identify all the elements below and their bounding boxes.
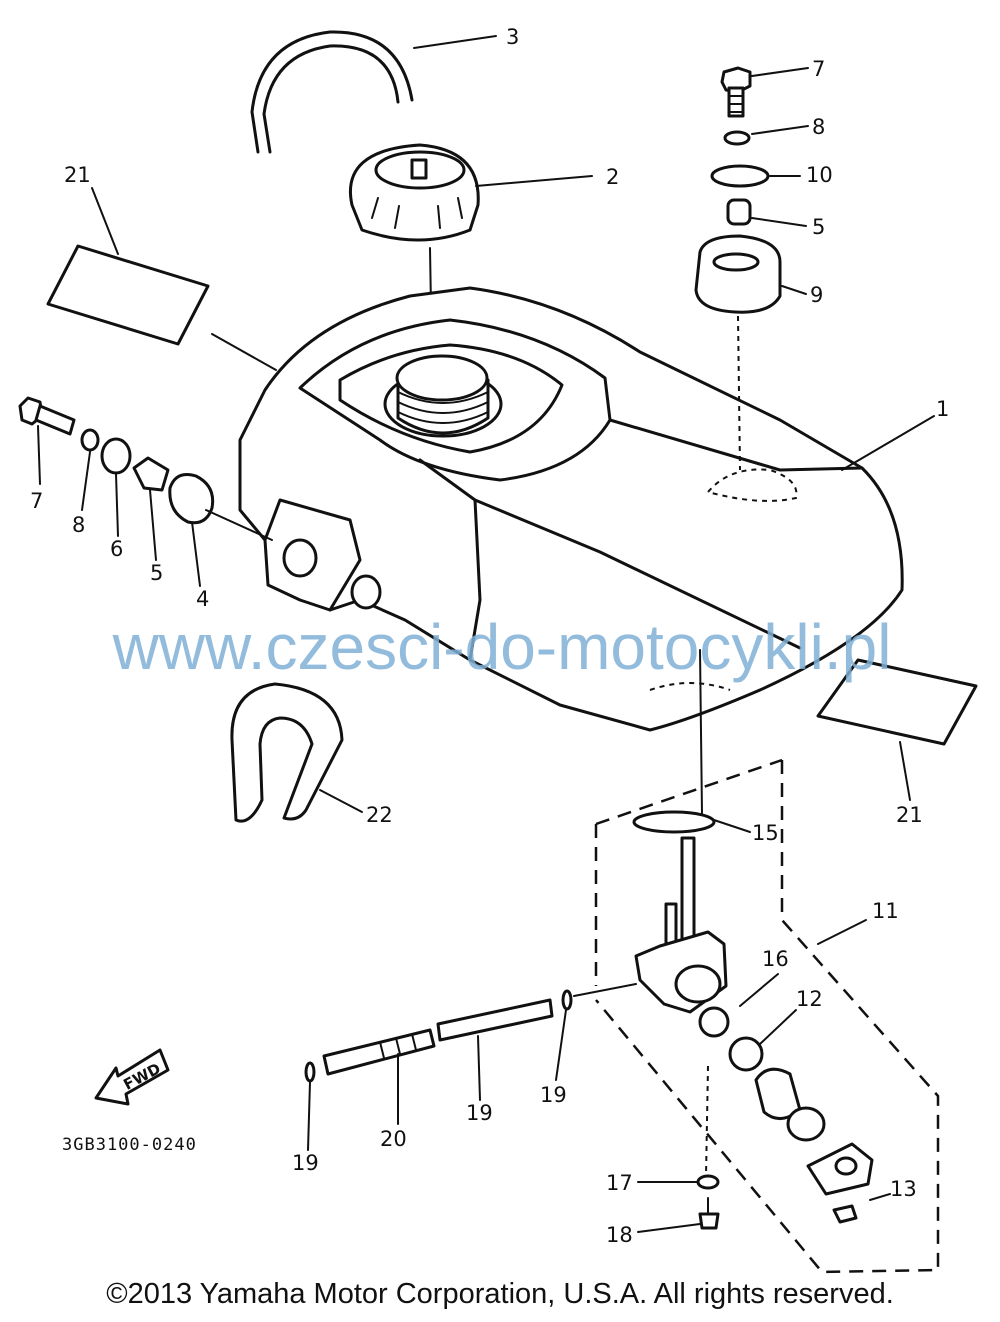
callout-17: 18 [606, 1223, 633, 1247]
fuel-tank-part [238, 286, 904, 732]
callout-9: 9 [810, 283, 823, 307]
callout-19-right: 19 [540, 1083, 567, 1107]
decal-left-part [46, 244, 210, 346]
callout-20: 20 [380, 1127, 407, 1151]
callout-19-left: 19 [292, 1151, 319, 1175]
callout-3: 3 [506, 25, 519, 49]
fuel-line-part [304, 989, 573, 1083]
callout-7-left: 7 [30, 489, 43, 513]
watermark-url: www.czesci-do-motocykli.pl [112, 611, 892, 683]
decal-right-part [816, 658, 978, 746]
rear-mount-hardware-part [694, 66, 782, 471]
callout-22: 22 [366, 803, 393, 827]
forward-arrow-icon: FWD [94, 1048, 170, 1106]
front-mount-hardware-part [18, 396, 273, 541]
callout-2: 2 [606, 165, 619, 189]
callout-21-left: 21 [64, 163, 91, 187]
callout-8-left: 8 [72, 513, 85, 537]
callout-4: 4 [196, 587, 209, 611]
fuel-cock-assembly-part [573, 649, 940, 1274]
callout-1: 1 [936, 397, 949, 421]
callout-7-upper: 7 [812, 57, 825, 81]
callout-18: 19 [466, 1101, 493, 1125]
callout-5-left: 5 [150, 561, 163, 585]
callout-12: 12 [796, 987, 823, 1011]
callout-6: 6 [110, 537, 123, 561]
callout-5-upper: 5 [812, 215, 825, 239]
callout-13: 13 [890, 1177, 917, 1201]
fuel-hose-part [230, 682, 344, 823]
leader-lines [37, 35, 935, 1233]
callout-10: 10 [806, 163, 833, 187]
callout-14: 15 [752, 821, 779, 845]
breather-hose-part [250, 30, 414, 154]
callout-labels: 3 2 7 8 10 5 9 1 21 7 8 6 5 4 22 21 15 1… [30, 25, 949, 1247]
callout-21-right: 21 [896, 803, 923, 827]
callout-15: 16 [762, 947, 789, 971]
copyright-notice: ©2013 Yamaha Motor Corporation, U.S.A. A… [106, 1278, 894, 1310]
drawing-code: 3GB3100-0240 [62, 1135, 197, 1155]
callout-16: 17 [606, 1171, 633, 1195]
callout-11: 11 [872, 899, 899, 923]
callout-8-upper: 8 [812, 115, 825, 139]
